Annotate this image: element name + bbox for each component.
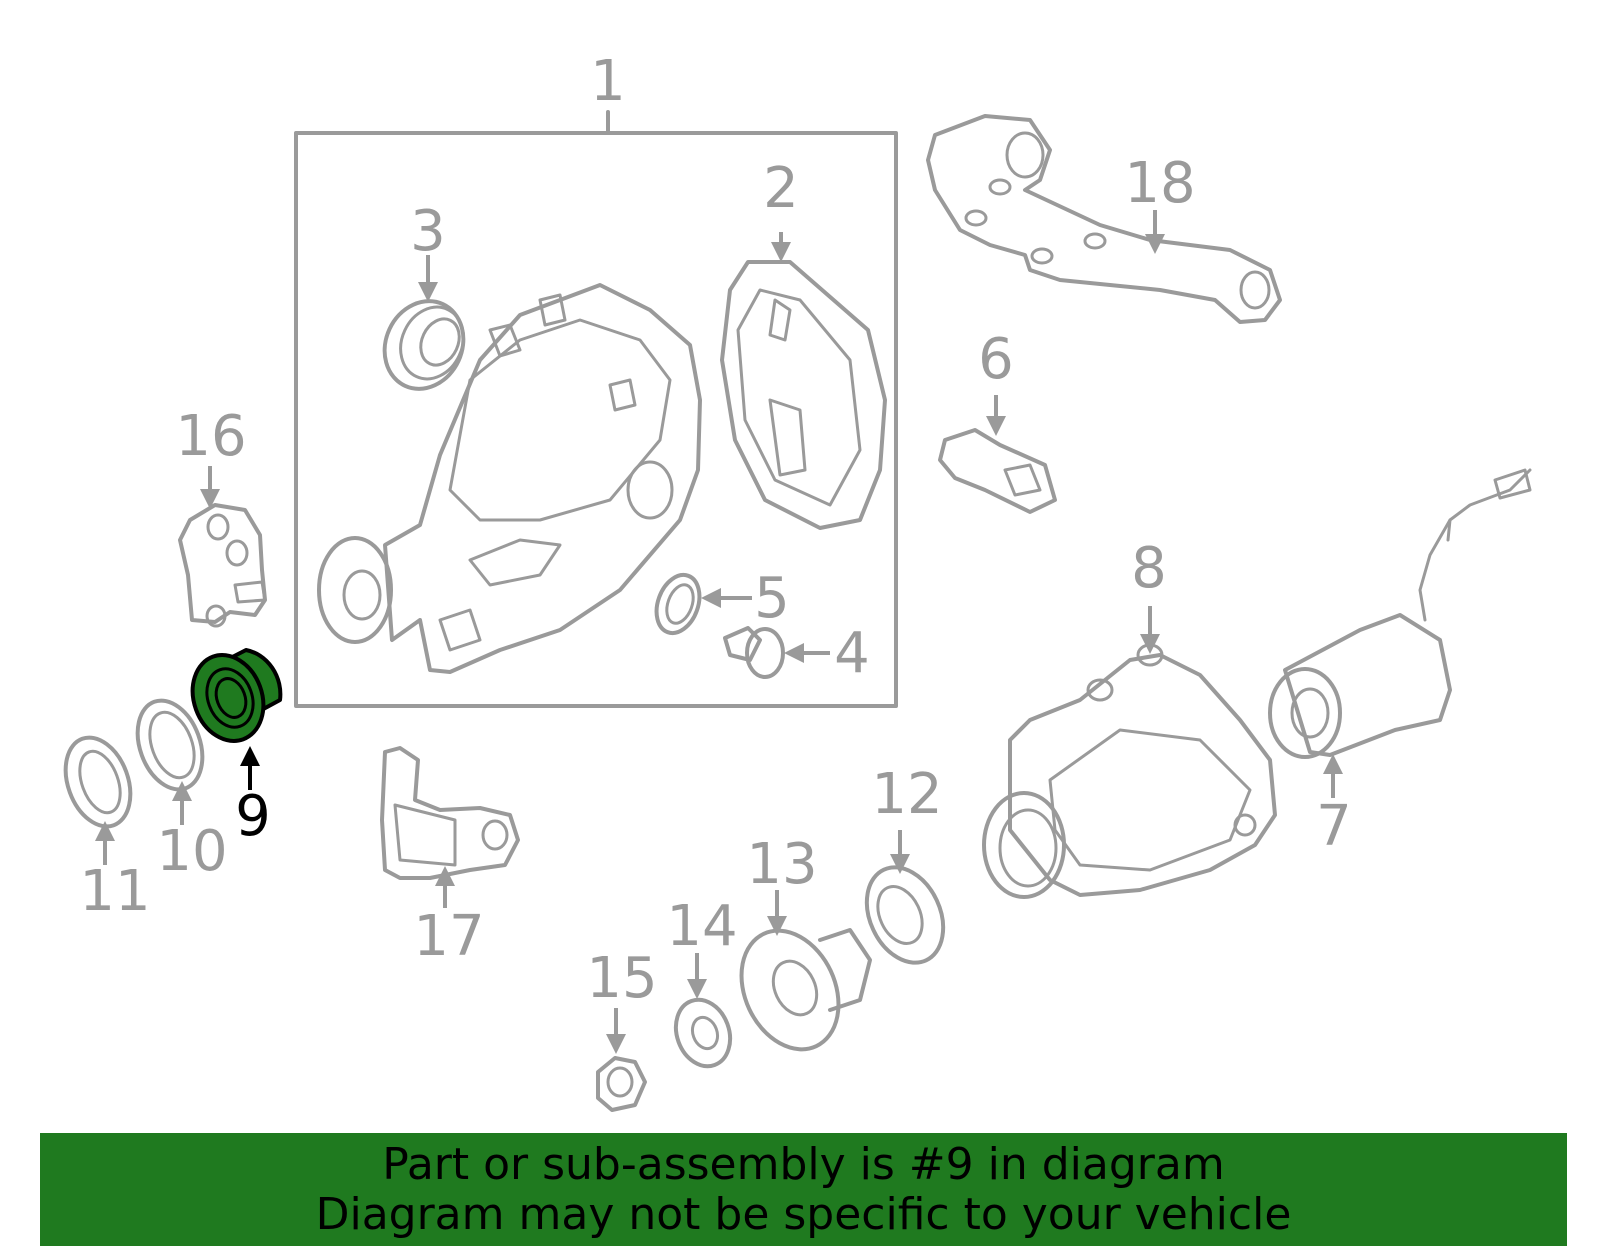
callout-1: 1 (590, 49, 626, 114)
part-12-seal[interactable] (852, 855, 958, 975)
part-4-plug[interactable] (723, 626, 785, 679)
part-1-differential-housing[interactable] (317, 283, 702, 674)
part-7-motor[interactable] (1268, 468, 1532, 759)
part-17-bracket[interactable] (380, 746, 520, 880)
callout-9: 9 (235, 784, 271, 849)
callout-13: 13 (746, 832, 817, 897)
part-16-mount[interactable] (178, 503, 267, 628)
callout-17: 17 (413, 904, 484, 969)
callout-4: 4 (834, 621, 870, 686)
part-9-bearing-highlighted[interactable] (181, 645, 283, 751)
part-18-crossmember[interactable] (926, 114, 1282, 324)
callout-14: 14 (666, 894, 737, 959)
part-6-sensor[interactable] (938, 428, 1057, 514)
callout-7: 7 (1316, 794, 1352, 859)
callout-11: 11 (79, 859, 150, 924)
callout-15: 15 (586, 946, 657, 1011)
part-13-flange[interactable] (723, 915, 872, 1065)
callout-5: 5 (754, 566, 790, 631)
part-11-washer[interactable] (54, 729, 142, 836)
callout-3: 3 (410, 199, 446, 264)
callout-12: 12 (871, 762, 942, 827)
banner-line-1: Part or sub-assembly is #9 in diagram (382, 1138, 1225, 1190)
callout-8: 8 (1131, 536, 1167, 601)
banner-line-2: Diagram may not be specific to your vehi… (315, 1188, 1292, 1240)
part-8-housing[interactable] (982, 643, 1277, 899)
callout-10: 10 (156, 819, 227, 884)
callout-16: 16 (175, 404, 246, 469)
info-banner: Part or sub-assembly is #9 in diagram Di… (40, 1133, 1567, 1246)
leader-arrows (95, 210, 1343, 1054)
part-15-nut[interactable] (596, 1056, 647, 1112)
callout-2: 2 (763, 156, 799, 221)
part-5-washer[interactable] (649, 569, 707, 639)
part-14-washer[interactable] (667, 992, 739, 1074)
assembly-box-1 (294, 110, 898, 708)
part-3-seal[interactable] (371, 288, 478, 402)
callout-labels: 1 2 3 4 5 6 7 8 9 10 11 12 13 14 15 16 1… (79, 49, 1351, 1011)
callout-18: 18 (1124, 151, 1195, 216)
part-2-differential-cover[interactable] (720, 260, 887, 530)
callout-6: 6 (978, 327, 1014, 392)
